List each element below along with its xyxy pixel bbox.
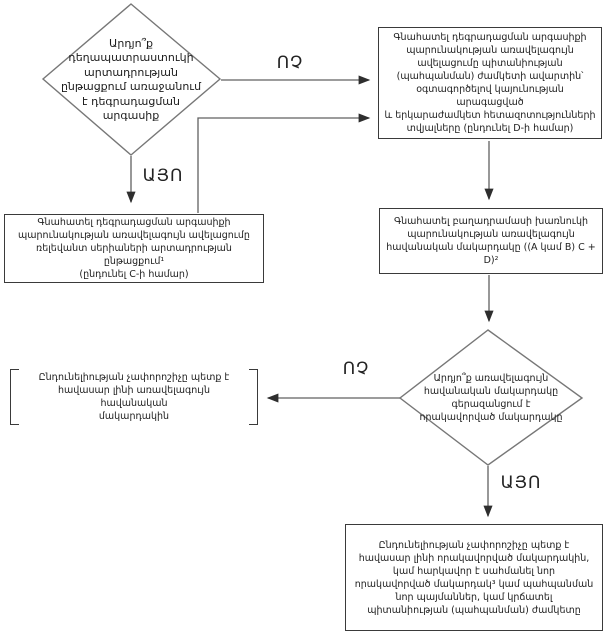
arrow-production-c-to-shelf-life-box [197,113,371,213]
branch-label-yes-bottom: ԱՅՈ [500,473,542,493]
result-qualified-text: Ընդունելիության չափորոշիչը պետք է հավասա… [354,539,594,616]
result-max-probable-text: Ընդունելիության չափորոշիչը պետք է հավասա… [38,372,230,422]
branch-label-yes-top: ԱՅՈ [142,166,184,186]
branch-label-no-bottom: ՈՉ [342,359,370,379]
decision-exceeds-diamond-shape [398,329,584,466]
result-qualified-box: Ընդունելիության չափորոշիչը պետք է հավասա… [345,524,603,631]
decision-production-diamond-shape [41,3,222,156]
process-formula-text: Գնահատել բաղադրամասի խառնուկի պարունակու… [386,216,596,266]
decision-exceeds-diamond: Արդյո՞ք առավելագույն հավանական մակարդակը… [408,358,574,438]
process-shelf-life-d-text: Գնահատել դեգրադացման արգասիքի պարունակու… [384,32,596,134]
decision-exceeds-text: Արդյո՞ք առավելագույն հավանական մակարդակը… [419,373,563,423]
process-shelf-life-d-box: Գնահատել դեգրադացման արգասիքի պարունակու… [378,27,602,139]
branch-label-no-top: ՈՉ [276,53,304,73]
process-production-c-box: Գնահատել դեգրադացման արգասիքի պարունակու… [4,214,264,283]
result-max-probable-box: Ընդունելիության չափորոշիչը պետք է հավասա… [10,369,258,425]
process-production-c-text: Գնահատել դեգրադացման արգասիքի պարունակու… [18,217,250,280]
decision-production-text: Արդյո՞ք դեղապատրաստուկի արտադրության ընթ… [60,36,202,123]
decision-production-diamond: Արդյո՞ք դեղապատրաստուկի արտադրության ընթ… [48,24,214,136]
process-formula-box: Գնահատել բաղադրամասի խառնուկի պարունակու… [379,208,603,274]
